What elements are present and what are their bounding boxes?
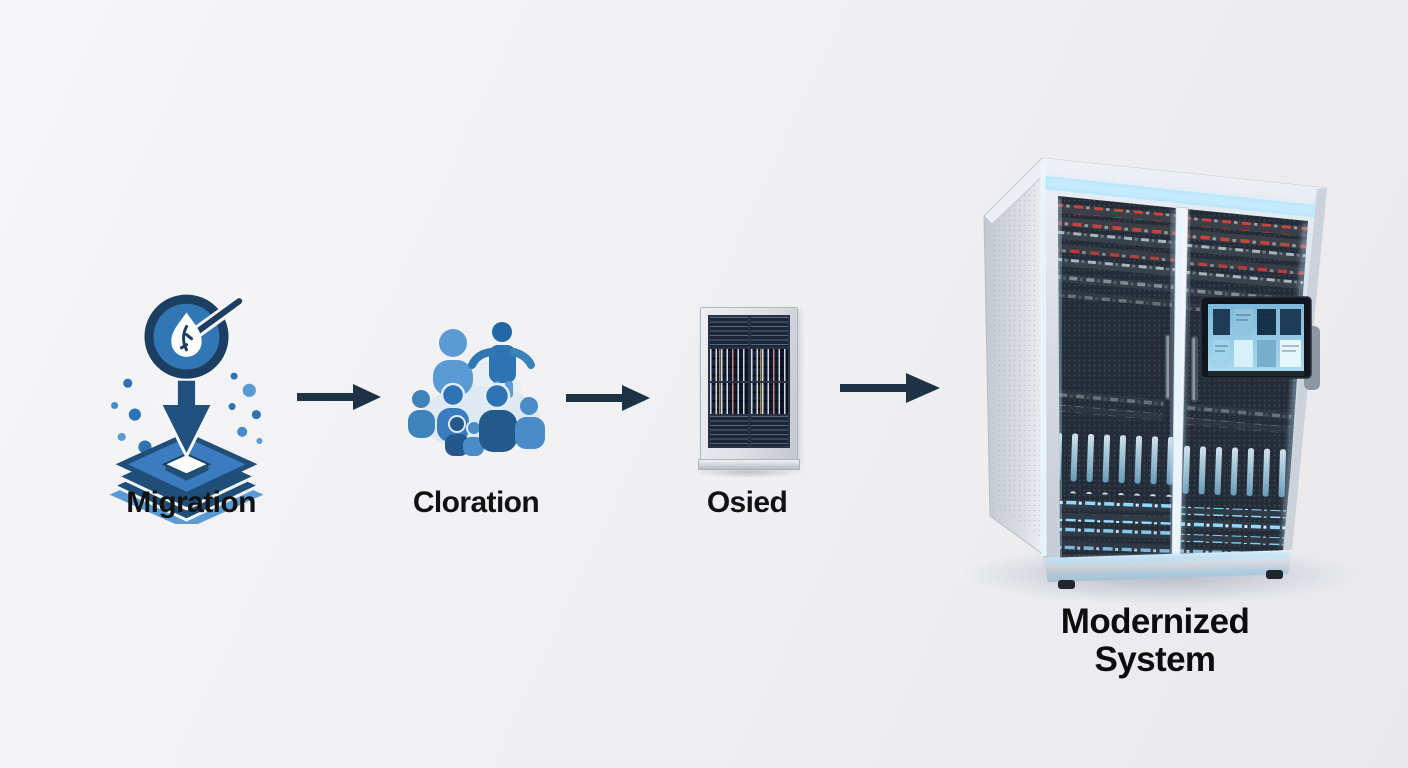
front-edge-glow [1041,177,1046,555]
person-far-right [515,397,545,449]
person-child-1 [445,415,469,456]
legacy-server-left-column [710,317,748,446]
flow-arrow-1 [297,384,381,410]
flow-arrow-3 [840,373,940,403]
modernized-line1: Modernized [1060,602,1250,641]
down-arrow [157,377,216,460]
monitor-dashboard-panels [1213,309,1301,367]
legacy-server-base [698,459,800,470]
legacy-server-panels [708,315,790,448]
rack-side-panel [983,158,1045,556]
modernized-line2: System [1094,639,1217,679]
vent-lines [710,416,748,446]
person-back-left [433,329,473,396]
vent-lines [750,416,788,446]
people-group-icon [408,322,545,456]
vent-lines [710,317,748,347]
person-front-right [479,382,517,452]
person-front-mid [437,382,469,442]
rack-left-door [1057,196,1176,562]
step-label-cloration: Cloration [412,486,540,519]
scatter-dots [111,372,263,454]
cable-bars [750,382,788,415]
person-front-far-left [408,390,435,438]
legacy-server-right-column [750,317,788,446]
top-glow-blur [1045,176,1323,218]
vent-lines [750,317,788,347]
platform-layers [109,432,264,524]
person-back-right [468,322,535,398]
cable-bars [710,348,748,381]
flow-arrow-2 [566,385,650,411]
step-label-modernized-system: Modernized System [1060,602,1250,679]
droplet-badge [144,294,248,379]
legacy-server-icon [700,307,798,462]
modern-server-rack-icon [983,157,1328,589]
cable-bars [710,382,748,415]
rack-base [1043,550,1292,589]
step-label-migration: Migration [126,486,256,519]
cable-bars [750,348,788,381]
step-label-osied: Osied [706,486,788,519]
rack-monitor [1200,296,1320,390]
migration-platform-icon [109,294,264,524]
rack-door-handles [1165,334,1198,402]
